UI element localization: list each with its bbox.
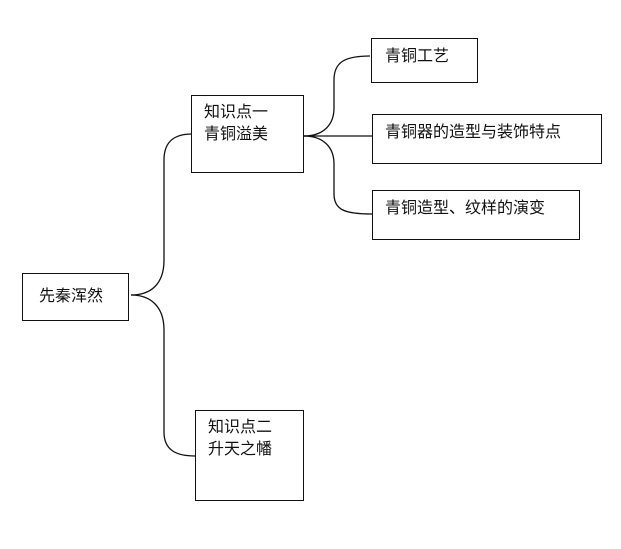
root-node: 先秦浑然 [22, 273, 129, 321]
knowledge-point-1-heading: 知识点一 [204, 102, 269, 121]
bronze-shape-decoration-label: 青铜器的造型与装饰特点 [385, 122, 562, 141]
bronze-shape-decoration-node: 青铜器的造型与装饰特点 [372, 114, 602, 164]
root-node-label: 先秦浑然 [39, 286, 104, 305]
connector-knowledge-1-to-craft [303, 55, 371, 137]
knowledge-point-2-heading: 知识点二 [208, 417, 273, 436]
knowledge-point-2-node: 知识点二 升天之幡 [195, 410, 304, 501]
bronze-craft-node: 青铜工艺 [371, 38, 478, 83]
connector-root-to-knowledge-1 [130, 133, 193, 296]
knowledge-point-1-node: 知识点一 青铜溢美 [191, 95, 304, 173]
connector-knowledge-1-to-evolution [303, 135, 373, 215]
bronze-evolution-node: 青铜造型、纹样的演变 [372, 190, 580, 240]
bronze-craft-label: 青铜工艺 [385, 46, 450, 65]
bronze-evolution-label: 青铜造型、纹样的演变 [385, 198, 546, 217]
connector-root-to-knowledge-2 [130, 294, 196, 457]
knowledge-point-1-title: 青铜溢美 [204, 124, 269, 143]
knowledge-point-2-title: 升天之幡 [208, 439, 273, 458]
